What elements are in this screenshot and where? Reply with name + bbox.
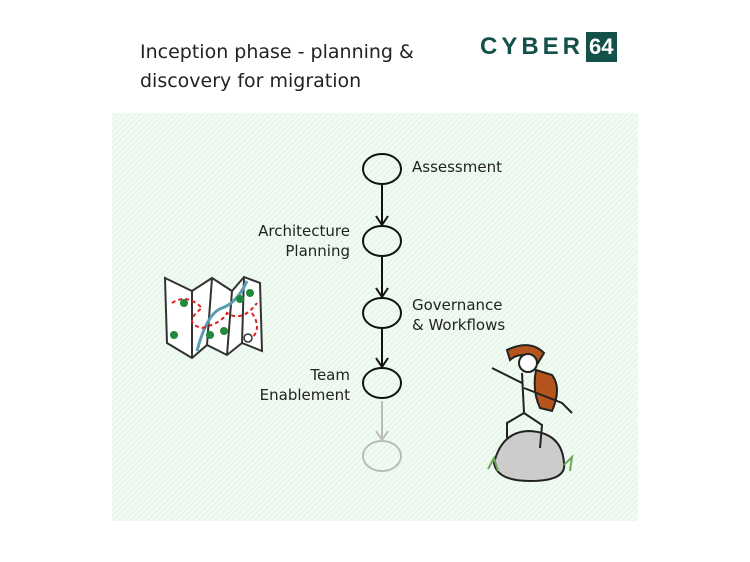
arrow-icon <box>375 329 389 369</box>
arrow-icon <box>375 257 389 299</box>
step-node-governance <box>362 297 402 329</box>
logo-text: CYBER <box>480 33 585 60</box>
diagram-drawing <box>163 153 574 483</box>
step-node-architecture <box>362 225 402 257</box>
page-title: Inception phase - planning & discovery f… <box>140 38 414 96</box>
step-label-assessment: Assessment <box>412 158 502 176</box>
map-icon <box>163 275 264 360</box>
arrow-icon <box>375 185 389 227</box>
title-line-1: Inception phase - planning & <box>140 41 414 63</box>
step-label-governance: Governance& Workflows <box>412 296 506 334</box>
cyber64-logo: CYBER 64 <box>480 32 617 62</box>
title-line-2: discovery for migration <box>140 70 362 92</box>
step-node-team <box>362 367 402 399</box>
step-node-assessment <box>362 153 402 185</box>
future-step-node <box>362 440 402 472</box>
hiker-illustration <box>487 344 574 483</box>
faded-arrow-icon <box>375 401 389 442</box>
logo-badge: 64 <box>586 32 617 62</box>
